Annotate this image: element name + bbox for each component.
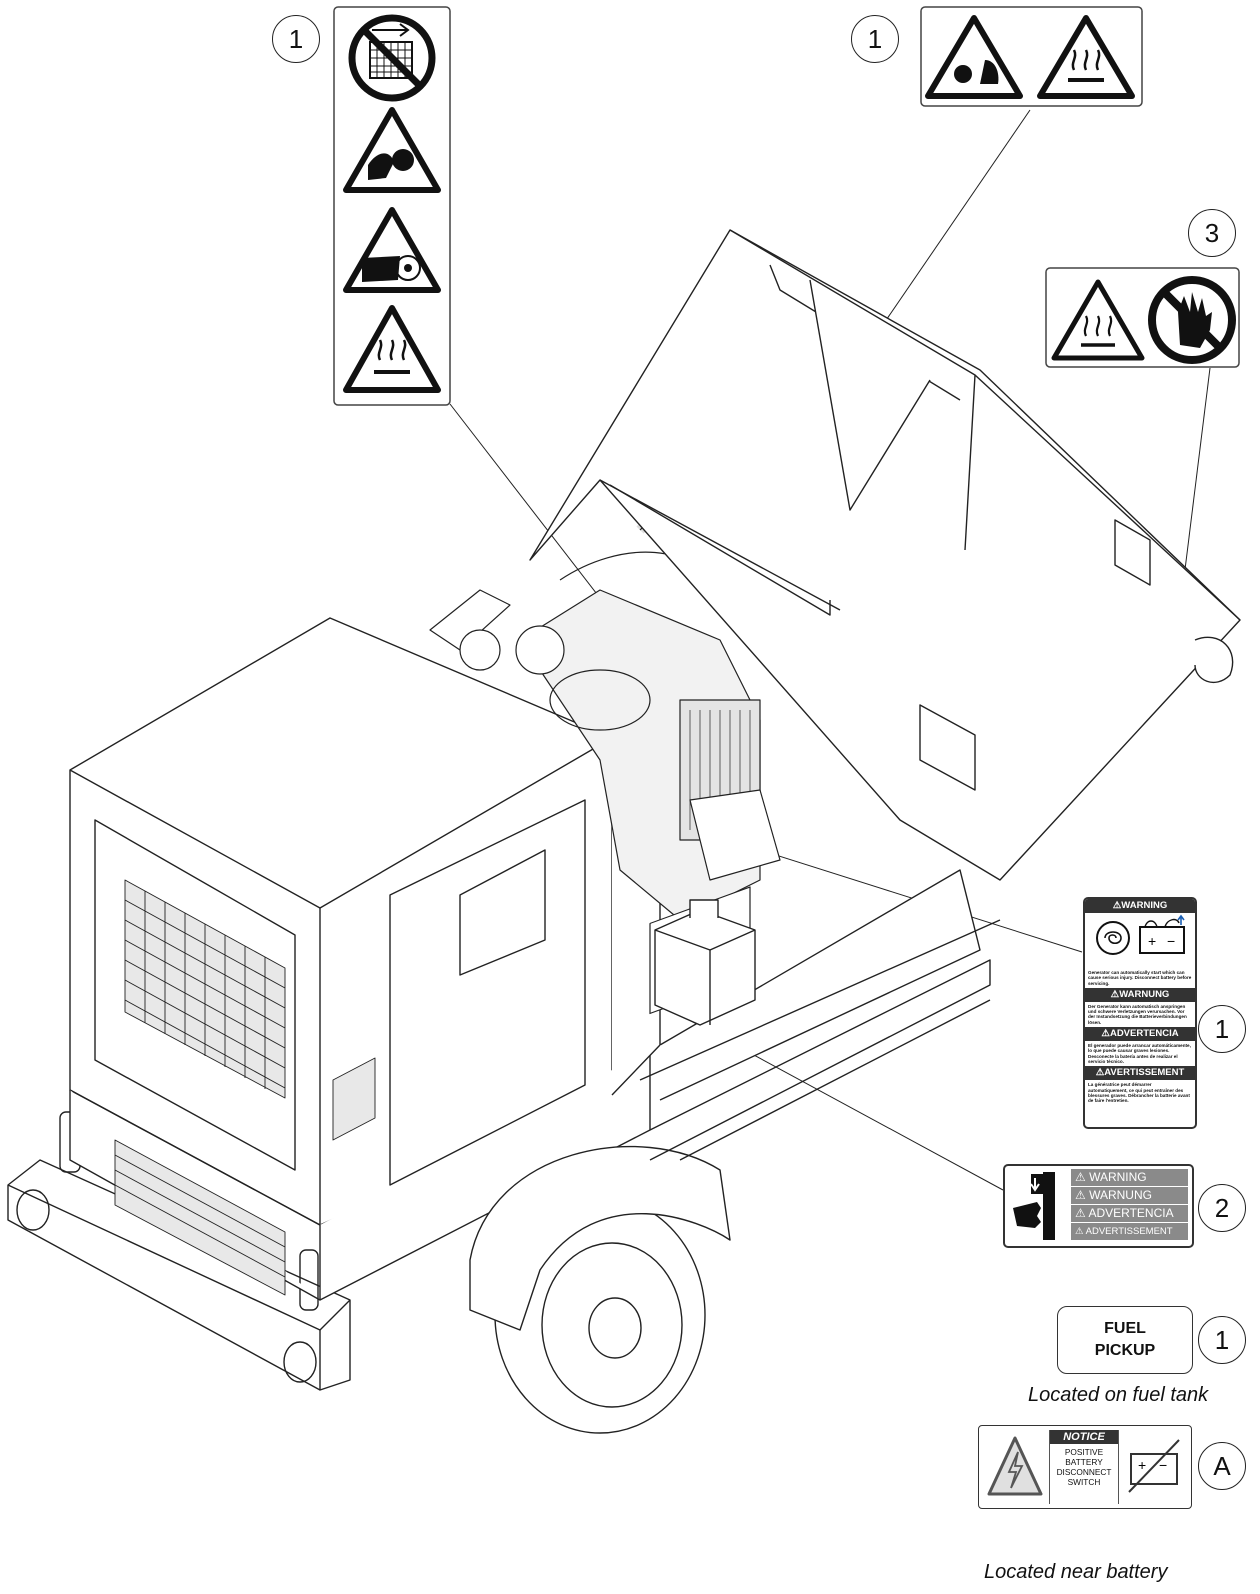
notice-header: NOTICE bbox=[1050, 1430, 1118, 1444]
trailer-wheel bbox=[469, 1145, 731, 1434]
callout-letter: A bbox=[1198, 1442, 1246, 1490]
svg-text:+: + bbox=[1138, 1457, 1146, 1473]
svg-text:−: − bbox=[1159, 1457, 1167, 1473]
decal-heading-text: AVERTISSEMENT bbox=[1104, 1067, 1185, 1079]
fuel-pickup-label: FUEL PICKUP bbox=[1057, 1306, 1193, 1374]
warning-row-text: ADVERTENCIA bbox=[1088, 1206, 1174, 1220]
battery-disconnect-icon: + − bbox=[1128, 1439, 1180, 1493]
callout-number: 2 bbox=[1198, 1184, 1246, 1232]
decal-heading: ⚠AVERTISSEMENT bbox=[1085, 1066, 1195, 1081]
warning-row-text: ADVERTISSEMENT bbox=[1085, 1226, 1173, 1237]
hot-surface-icon bbox=[343, 305, 441, 393]
generator-enclosure bbox=[69, 617, 651, 1301]
warning-row: ⚠ ADVERTENCIA bbox=[1071, 1205, 1188, 1222]
warning-row-text: WARNUNG bbox=[1089, 1188, 1152, 1202]
battery-warning-decal: ⚠WARNING + − Generator can automatically… bbox=[1083, 897, 1197, 1129]
warning-row: ⚠ WARNUNG bbox=[1071, 1187, 1188, 1204]
fan-hazard-icon bbox=[343, 107, 441, 193]
warning-row-text: WARNING bbox=[1089, 1170, 1147, 1184]
decal-heading: ⚠ADVERTENCIA bbox=[1085, 1027, 1195, 1042]
trailer-frame bbox=[649, 959, 991, 1161]
decal-heading-text: WARNING bbox=[1121, 900, 1168, 911]
auto-start-icon bbox=[1096, 921, 1130, 955]
battery-disconnect-notice-decal: NOTICE POSITIVE BATTERY DISCONNECT SWITC… bbox=[978, 1425, 1192, 1509]
decal-column-left bbox=[333, 6, 451, 406]
decal-text: Der Generator kann automatisch anspringe… bbox=[1088, 1003, 1187, 1025]
decal-hot-no-touch bbox=[1045, 267, 1240, 368]
decal-heading-text: ADVERTENCIA bbox=[1109, 1028, 1179, 1040]
fuel-caption: Located on fuel tank bbox=[1028, 1384, 1209, 1406]
decal-pressure-hot bbox=[920, 6, 1143, 107]
notice-text: POSITIVE bbox=[1064, 1447, 1104, 1457]
notice-text: DISCONNECT bbox=[1056, 1467, 1112, 1477]
decal-text: La génératrice peut démarrer automatique… bbox=[1088, 1082, 1190, 1104]
svg-text:+: + bbox=[1148, 933, 1156, 949]
pressurized-spray-icon bbox=[925, 15, 1023, 99]
no-lifting-icon bbox=[348, 14, 436, 102]
raised-hood bbox=[529, 229, 1241, 881]
notice-text: BATTERY bbox=[1065, 1457, 1103, 1467]
decal-heading: ⚠WARNING bbox=[1085, 899, 1195, 913]
fuel-label-line: PICKUP bbox=[1094, 1342, 1156, 1359]
auto-start-battery-icons: + − bbox=[1096, 914, 1185, 955]
decal-text: Generator can automatically start which … bbox=[1088, 970, 1192, 986]
crush-hand-icon bbox=[1013, 1172, 1055, 1240]
battery-icon: + − bbox=[1139, 914, 1185, 954]
svg-text:−: − bbox=[1167, 933, 1175, 949]
notice-caption: Located near battery bbox=[984, 1561, 1168, 1583]
battery bbox=[654, 899, 756, 1026]
warning-row: ⚠ WARNING bbox=[1071, 1169, 1188, 1186]
crush-warning-decal: ⚠ WARNING ⚠ WARNUNG ⚠ ADVERTENCIA ⚠ ADVE… bbox=[1003, 1164, 1194, 1248]
no-touch-icon bbox=[1148, 276, 1236, 364]
electrical-shock-icon bbox=[987, 1436, 1043, 1496]
notice-text: SWITCH bbox=[1067, 1477, 1101, 1487]
hot-surface-icon bbox=[1051, 279, 1145, 361]
hot-surface-icon bbox=[1037, 15, 1135, 99]
callout-number: 3 bbox=[1188, 209, 1236, 257]
warning-row: ⚠ ADVERTISSEMENT bbox=[1071, 1223, 1188, 1240]
callout-number: 1 bbox=[272, 15, 320, 63]
decal-text: El generador puede arrancar automáticame… bbox=[1088, 1043, 1191, 1064]
callout-number: 1 bbox=[851, 15, 899, 63]
fuel-label-line: FUEL bbox=[1104, 1320, 1146, 1337]
decal-heading: ⚠WARNUNG bbox=[1085, 987, 1195, 1002]
belt-entanglement-icon bbox=[343, 207, 441, 293]
decal-heading-text: WARNUNG bbox=[1119, 988, 1170, 1000]
callout-number: 1 bbox=[1198, 1005, 1246, 1053]
callout-number: 1 bbox=[1198, 1316, 1246, 1364]
louver-grille bbox=[114, 879, 376, 1296]
